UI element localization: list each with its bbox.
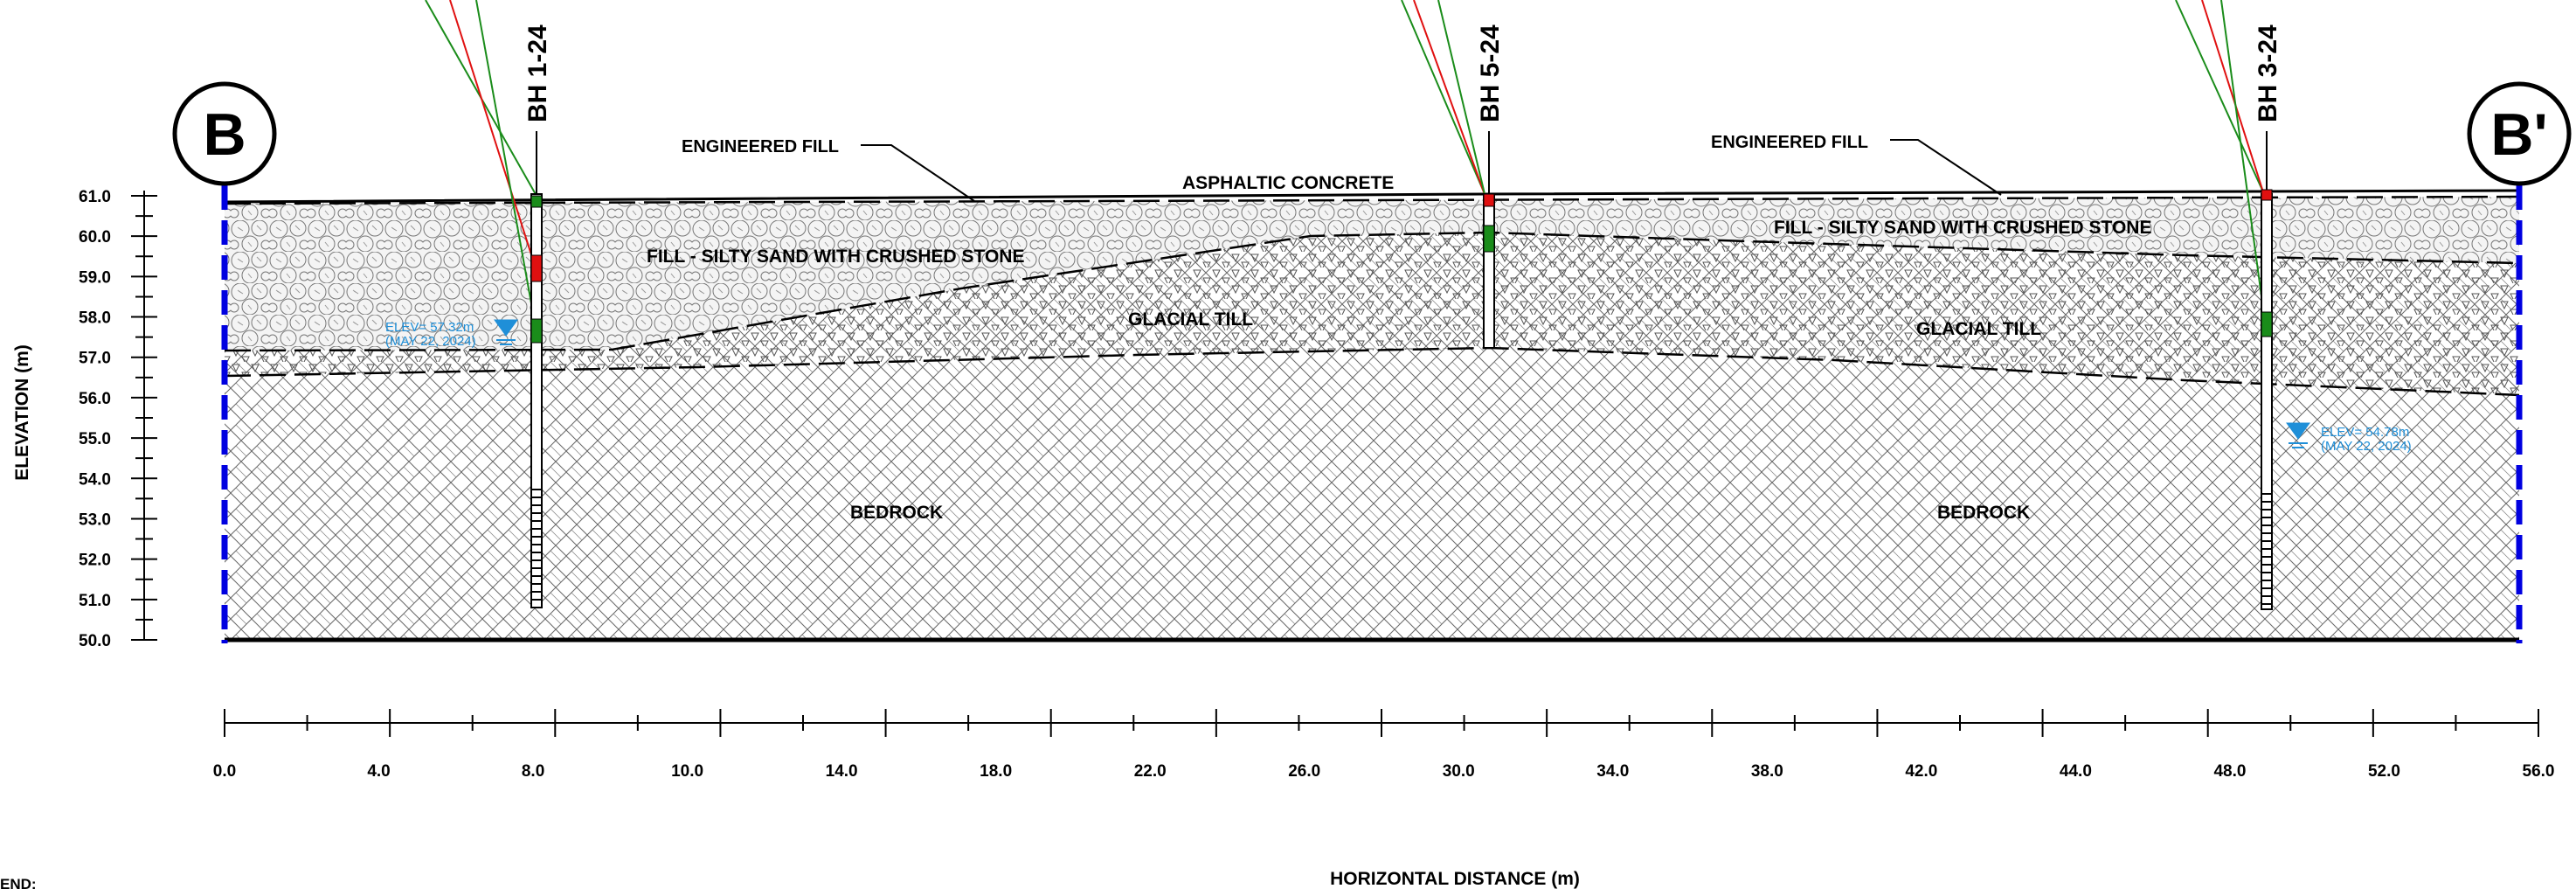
borehole-label: BH 5-24 bbox=[1476, 24, 1505, 122]
svg-text:B': B' bbox=[2490, 101, 2547, 168]
elevation-tick-label: 60.0 bbox=[79, 228, 111, 247]
horizontal-distance-axis: 0.0 4.0 8.0 10.0 14.0 18.0 22.0 26.0 30.0 34.0 38.… bbox=[213, 709, 2555, 781]
engineered-fill-label-left: ENGINEERED FILL bbox=[682, 137, 839, 156]
elevation-tick-label: 52.0 bbox=[79, 552, 111, 570]
horizontal-tick-label: 14.0 bbox=[826, 762, 858, 781]
elevation-axis-label: ELEVATION (m) bbox=[12, 344, 32, 481]
horizontal-tick-label: 18.0 bbox=[980, 762, 1012, 781]
fill-label-left: FILL - SILTY SAND WITH CRUSHED STONE bbox=[647, 247, 1024, 267]
horizontal-tick-label: 26.0 bbox=[1288, 762, 1320, 781]
elevation-tick-label: 57.0 bbox=[79, 350, 111, 368]
horizontal-tick-label: 56.0 bbox=[2523, 762, 2555, 781]
sample-interval-green bbox=[1483, 225, 1495, 253]
engineered-fill-label-right: ENGINEERED FILL bbox=[1711, 133, 1868, 152]
borehole-leader-lines bbox=[425, 0, 2266, 333]
section-marker-right: B' bbox=[2467, 81, 2572, 186]
borehole-bh-5-24: BH 5-24 bbox=[1476, 24, 1505, 349]
elevation-tick-label: 55.0 bbox=[79, 430, 111, 448]
water-level-date: (MAY 22, 2024) bbox=[385, 334, 476, 349]
sample-interval-red bbox=[1483, 193, 1495, 207]
borehole-label: BH 1-24 bbox=[523, 24, 552, 122]
leader-line-red bbox=[1413, 0, 1486, 198]
horizontal-tick-label: 10.0 bbox=[671, 762, 703, 781]
horizontal-tick-label: 42.0 bbox=[1905, 762, 1937, 781]
leader-line-red bbox=[2201, 0, 2266, 198]
elevation-tick-label: 58.0 bbox=[79, 309, 111, 328]
svg-text:B: B bbox=[203, 101, 246, 168]
horizontal-tick-label: 34.0 bbox=[1596, 762, 1629, 781]
leader-line-green bbox=[1437, 0, 1486, 198]
borehole-casing bbox=[530, 193, 543, 608]
water-level-bh3: ELEV= 54.78m (MAY 22, 2024) bbox=[2286, 422, 2412, 454]
fill-till-boundary bbox=[224, 231, 2520, 352]
water-level-icon bbox=[494, 319, 518, 337]
horizontal-tick-label: 38.0 bbox=[1751, 762, 1783, 781]
horizontal-tick-label: 30.0 bbox=[1443, 762, 1475, 781]
horizontal-tick-label: 8.0 bbox=[522, 762, 544, 781]
glacial-till-label-right: GLACIAL TILL bbox=[1916, 319, 2041, 339]
sample-interval-red bbox=[2261, 189, 2273, 201]
horizontal-tick-label: 52.0 bbox=[2368, 762, 2400, 781]
leader-line-green bbox=[475, 0, 537, 333]
elevation-tick-label: 59.0 bbox=[79, 268, 111, 287]
horizontal-tick-label: 48.0 bbox=[2213, 762, 2246, 781]
engineered-fill-leader-left bbox=[861, 144, 975, 202]
leader-line-green bbox=[1401, 0, 1486, 197]
section-marker-left: B bbox=[172, 81, 277, 186]
sample-interval-green bbox=[2261, 311, 2273, 337]
fill-label-right: FILL - SILTY SAND WITH CRUSHED STONE bbox=[1774, 218, 2151, 238]
horizontal-tick-label: 44.0 bbox=[2060, 762, 2092, 781]
water-level-date: (MAY 22, 2024) bbox=[2321, 439, 2412, 454]
engineered-fill-leader-right bbox=[1890, 139, 2002, 196]
sample-interval-green bbox=[530, 318, 543, 344]
sample-interval-red bbox=[530, 254, 543, 282]
bedrock-label-right: BEDROCK bbox=[1937, 503, 2030, 523]
borehole-label: BH 3-24 bbox=[2254, 24, 2282, 122]
water-level-elev: ELEV= 54.78m bbox=[2321, 425, 2409, 440]
borehole-bh-3-24: BH 3-24 bbox=[2254, 24, 2282, 610]
legend-heading: END: bbox=[0, 876, 37, 889]
leader-line-green bbox=[2175, 0, 2266, 197]
leader-line-red bbox=[449, 0, 537, 272]
elevation-tick-label: 53.0 bbox=[79, 510, 111, 529]
borehole-casing bbox=[1483, 193, 1495, 349]
sample-interval-green bbox=[530, 195, 543, 208]
engineered-fill-boundary bbox=[224, 195, 2520, 205]
horizontal-distance-axis-label: HORIZONTAL DISTANCE (m) bbox=[1330, 869, 1580, 889]
water-level-elev: ELEV= 57.32m bbox=[385, 320, 474, 335]
elevation-tick-label: 54.0 bbox=[79, 470, 111, 489]
elevation-axis: 61.0 60.0 59.0 58.0 57.0 56.0 55.0 54.0 53.0 52.0… bbox=[79, 188, 157, 650]
elevation-tick-label: 51.0 bbox=[79, 592, 111, 610]
bedrock-label-left: BEDROCK bbox=[850, 503, 943, 523]
asphaltic-concrete-layer bbox=[225, 191, 2519, 204]
leader-line-green bbox=[2220, 0, 2266, 323]
glacial-till-label-left: GLACIAL TILL bbox=[1128, 309, 1253, 330]
fill-layer bbox=[225, 191, 2519, 351]
elevation-tick-label: 50.0 bbox=[79, 632, 111, 650]
asphaltic-concrete-label: ASPHALTIC CONCRETE bbox=[1182, 173, 1394, 193]
elevation-tick-label: 61.0 bbox=[79, 188, 111, 206]
borehole-bh-1-24: BH 1-24 bbox=[523, 24, 552, 608]
elevation-tick-label: 56.0 bbox=[79, 390, 111, 408]
horizontal-tick-label: 0.0 bbox=[213, 762, 236, 781]
water-level-icon bbox=[2286, 422, 2310, 440]
horizontal-tick-label: 22.0 bbox=[1134, 762, 1167, 781]
borehole-casing bbox=[2261, 193, 2273, 610]
water-level-bh1: ELEV= 57.32m (MAY 22, 2024) bbox=[385, 319, 518, 349]
horizontal-tick-label: 4.0 bbox=[367, 762, 390, 781]
